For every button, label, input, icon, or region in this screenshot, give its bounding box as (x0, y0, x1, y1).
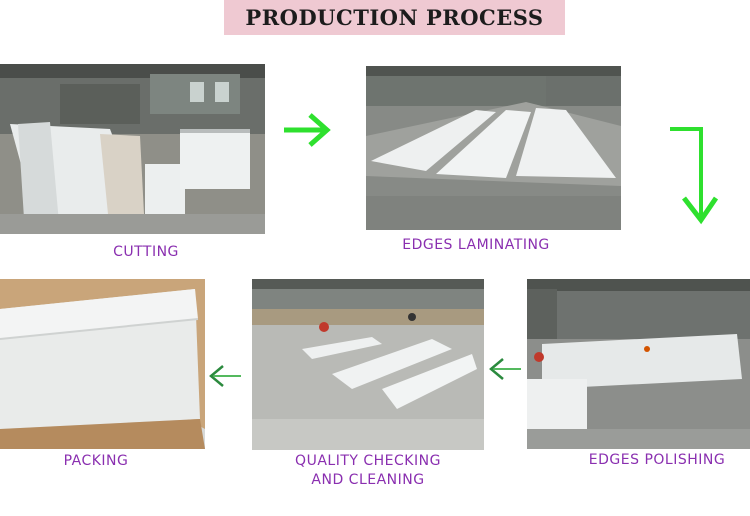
quality-checking-label: QUALITY CHECKING AND CLEANING (268, 452, 468, 490)
arrow-down-icon (668, 126, 719, 230)
edges-laminating-photo (366, 66, 621, 230)
packing-photo (0, 279, 205, 449)
arrow-left-icon (487, 357, 523, 385)
page-title: PRODUCTION PROCESS (245, 5, 544, 30)
arrow-left-icon (207, 364, 243, 392)
packing-label: PACKING (63, 453, 129, 469)
edges-laminating-label: EDGES LAMINATING (402, 237, 550, 253)
cutting-photo (0, 64, 265, 234)
quality-checking-label-line1: QUALITY CHECKING (295, 453, 441, 469)
edges-polishing-photo (527, 279, 750, 449)
cutting-label: CUTTING (113, 244, 179, 260)
arrow-right-icon (282, 112, 332, 152)
quality-checking-photo (252, 279, 484, 450)
edges-polishing-label: EDGES POLISHING (588, 452, 726, 468)
quality-checking-label-line2: AND CLEANING (311, 472, 425, 488)
title-banner: PRODUCTION PROCESS (224, 0, 565, 35)
